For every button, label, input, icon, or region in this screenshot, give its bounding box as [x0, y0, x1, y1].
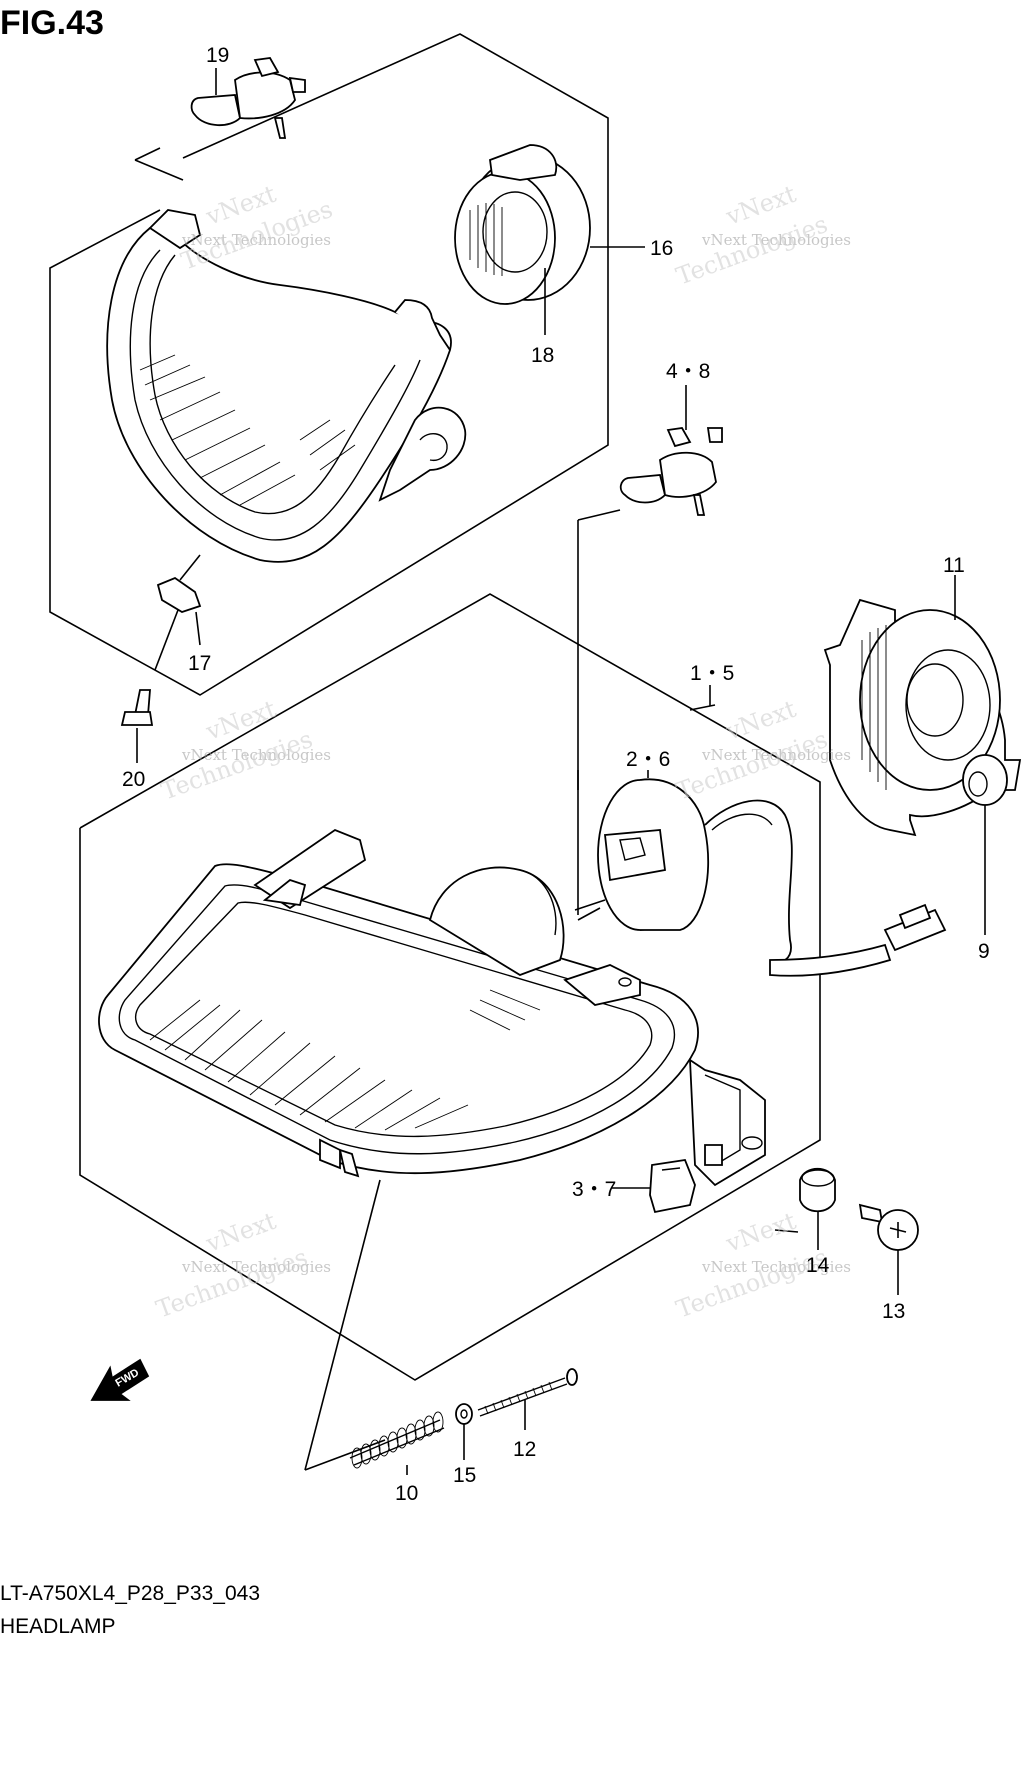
screw-20: [120, 609, 179, 763]
watermark-text: vNext: [202, 1207, 280, 1258]
watermark-text: vNext Technologies: [181, 1258, 331, 1276]
screw-13: [858, 1203, 919, 1295]
callout-4-8[interactable]: 4・8: [666, 360, 710, 383]
bulb-19: [190, 57, 306, 139]
callout-11[interactable]: 11: [943, 554, 965, 577]
screw-12: [477, 1368, 578, 1430]
callout-13[interactable]: 13: [882, 1300, 905, 1323]
watermark-text: vNext Technologies: [181, 231, 331, 249]
callout-12[interactable]: 12: [513, 1438, 536, 1461]
bulb-4-8: [619, 385, 723, 516]
callout-labels: 19 16 18 4・8 11 17 1・5 2・6 20 9 3・7 14 1…: [122, 44, 990, 1505]
lower-assembly-frame: [79, 509, 821, 1381]
callout-1-5[interactable]: 1・5: [690, 662, 734, 685]
watermark-text: Technologies: [152, 1243, 311, 1324]
callout-15[interactable]: 15: [453, 1464, 476, 1487]
callout-14[interactable]: 14: [806, 1254, 830, 1277]
figure-title: FIG.43: [0, 4, 104, 42]
socket-ring-16: [454, 144, 645, 335]
callout-16[interactable]: 16: [650, 237, 673, 260]
socket-2-6: [597, 770, 947, 977]
leader-lines: [195, 611, 799, 1233]
leader-line: [304, 1179, 381, 1471]
grommet-9: [962, 754, 1008, 935]
watermark-text: vNext Technologies: [701, 746, 851, 764]
clip-3-7: [612, 1159, 696, 1214]
callout-17[interactable]: 17: [188, 652, 211, 675]
callout-2-6[interactable]: 2・6: [626, 748, 670, 771]
callout-20[interactable]: 20: [122, 768, 145, 791]
diagram-code: LT-A750XL4_P28_P33_043: [0, 1582, 260, 1605]
leader-line: [304, 1439, 386, 1471]
watermark-text: vNext: [722, 1207, 800, 1258]
spring-10: [349, 1411, 445, 1475]
watermark-text: Technologies: [157, 725, 316, 806]
callout-18[interactable]: 18: [531, 344, 554, 367]
grommet-14: [799, 1167, 836, 1250]
diagram-name: HEADLAMP: [0, 1615, 116, 1638]
washer-15: [455, 1403, 473, 1460]
callout-9[interactable]: 9: [978, 940, 990, 963]
watermark-text: vNext Technologies: [701, 231, 851, 249]
watermark-text: vNext Technologies: [701, 1258, 851, 1276]
upper-headlamp-housing: [106, 209, 467, 613]
watermark-text: vNext Technologies: [181, 746, 331, 764]
upper-assembly-frame: [49, 33, 609, 696]
callout-3-7[interactable]: 3・7: [572, 1178, 616, 1201]
callout-19[interactable]: 19: [206, 44, 229, 67]
lower-headlamp-housing: [98, 828, 766, 1187]
fwd-arrow-icon: FWD: [90, 1358, 150, 1401]
callout-10[interactable]: 10: [395, 1482, 418, 1505]
